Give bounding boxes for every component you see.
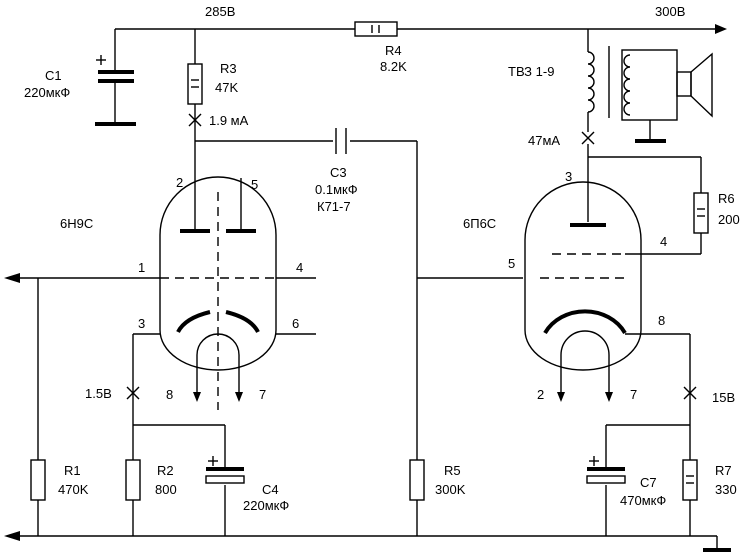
r4-value: 8.2K — [380, 59, 407, 74]
r2-ref: R2 — [157, 463, 174, 478]
c3-value: 0.1мкФ — [315, 182, 358, 197]
c1-ref: C1 — [45, 68, 62, 83]
r1-ref: R1 — [64, 463, 81, 478]
r3-value: 47K — [215, 80, 238, 95]
transformer-icon — [587, 29, 678, 132]
v2-pin-5: 5 — [508, 256, 515, 271]
c1-value: 220мкФ — [24, 85, 70, 100]
measurement-tv3-current: 47мА — [528, 133, 560, 148]
r3-ref: R3 — [220, 61, 237, 76]
plate-coupling-wire — [195, 140, 418, 460]
v1-pin-6: 6 — [292, 316, 299, 331]
tube-v1 — [159, 176, 277, 410]
measure-point-k2 — [683, 386, 697, 400]
r5-value: 300K — [435, 482, 466, 497]
resistor-r2 — [125, 459, 141, 536]
ground-rail — [4, 531, 731, 552]
v1-pin-4: 4 — [296, 260, 303, 275]
cathode-v1-wire — [132, 333, 226, 467]
resistor-r7 — [682, 459, 698, 536]
tv3-ref: ТВЗ 1-9 — [508, 64, 554, 79]
r7-value: 330 — [715, 482, 737, 497]
c4-value: 220мкФ — [243, 498, 289, 513]
ground-icon — [635, 120, 666, 143]
r6-ref: R6 — [718, 191, 735, 206]
v1-type: 6Н9С — [60, 216, 93, 231]
v1-pin-2: 2 — [176, 175, 183, 190]
label-300v: 300В — [655, 4, 685, 19]
input-wire — [4, 273, 316, 460]
c4-ref: C4 — [262, 482, 279, 497]
v1-pin-5: 5 — [251, 177, 258, 192]
v2-pin-7: 7 — [630, 387, 637, 402]
b-plus-rail — [115, 24, 727, 34]
c3-ref: C3 — [330, 165, 347, 180]
v2-pin-8: 8 — [658, 313, 665, 328]
r6-value: 200 — [718, 212, 740, 227]
v1-pin-8: 8 — [166, 387, 173, 402]
r2-value: 800 — [155, 482, 177, 497]
measure-point-tv3 — [581, 131, 595, 145]
measurement-k1-voltage: 1.5В — [85, 386, 112, 401]
v1-pin-3: 3 — [138, 316, 145, 331]
resistor-r3 — [187, 29, 203, 187]
speaker-icon — [676, 52, 713, 118]
v2-type: 6П6С — [463, 216, 496, 231]
v2-pin-4: 4 — [660, 234, 667, 249]
r7-ref: R7 — [715, 463, 732, 478]
tube-v2 — [524, 181, 642, 392]
capacitor-c7 — [586, 456, 626, 536]
capacitor-c3 — [335, 128, 347, 154]
capacitor-c1 — [95, 29, 136, 126]
r1-value: 470K — [58, 482, 89, 497]
resistor-r1 — [30, 459, 46, 536]
c7-value: 470мкФ — [620, 493, 666, 508]
v2-pin-2: 2 — [537, 387, 544, 402]
measure-point-r3 — [188, 113, 202, 127]
resistor-r6 — [625, 157, 709, 255]
v1-pin-1: 1 — [138, 260, 145, 275]
resistor-r4 — [354, 21, 398, 37]
v1-pin-7: 7 — [259, 387, 266, 402]
r5-ref: R5 — [444, 463, 461, 478]
c7-ref: C7 — [640, 475, 657, 490]
cathode-v2-wire — [605, 333, 691, 467]
measurement-r3-current: 1.9 мА — [209, 113, 249, 128]
label-285v: 285В — [205, 4, 235, 19]
measure-point-k1 — [126, 386, 140, 400]
measurement-k2-voltage: 15В — [712, 390, 735, 405]
capacitor-c4 — [205, 456, 245, 536]
v2-pin-3: 3 — [565, 169, 572, 184]
r4-ref: R4 — [385, 43, 402, 58]
resistor-r5 — [409, 459, 425, 536]
c3-type: К71-7 — [317, 199, 351, 214]
